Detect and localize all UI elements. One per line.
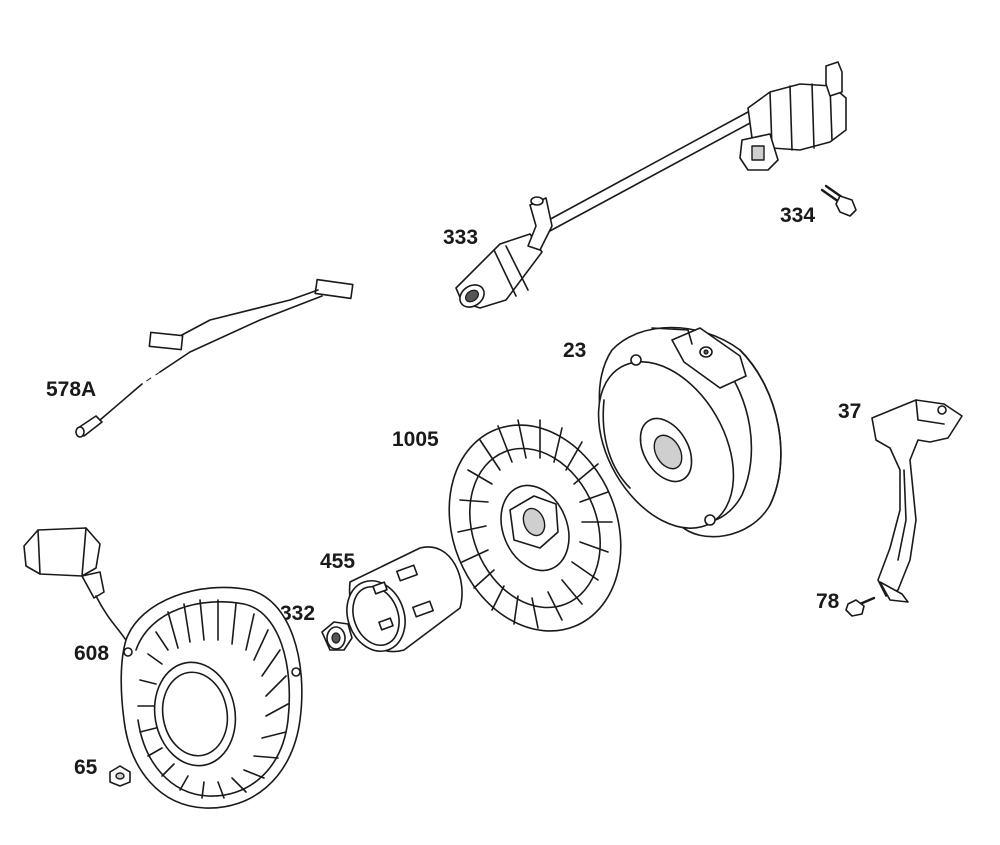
label-455: 455 bbox=[320, 550, 355, 573]
cup[interactable] bbox=[337, 546, 463, 659]
recoil-starter[interactable] bbox=[23, 527, 303, 809]
screw-65[interactable] bbox=[109, 765, 131, 787]
label-23: 23 bbox=[563, 339, 586, 362]
coil-screw[interactable] bbox=[820, 184, 857, 217]
label-65: 65 bbox=[74, 756, 98, 779]
ignition-coil[interactable] bbox=[455, 61, 847, 312]
label-334: 334 bbox=[780, 204, 815, 227]
label-333: 333 bbox=[443, 226, 478, 249]
nut[interactable] bbox=[321, 621, 353, 651]
label-608: 608 bbox=[74, 642, 109, 665]
fan[interactable] bbox=[419, 399, 650, 657]
bracket[interactable] bbox=[871, 399, 963, 603]
label-78: 78 bbox=[816, 590, 840, 613]
label-37: 37 bbox=[838, 400, 861, 423]
label-1005: 1005 bbox=[392, 428, 439, 451]
label-578A: 578A bbox=[46, 378, 96, 401]
label-332: 332 bbox=[280, 602, 315, 625]
flywheel[interactable] bbox=[571, 326, 782, 552]
screw-78[interactable] bbox=[845, 596, 876, 617]
stop-wire[interactable] bbox=[75, 278, 354, 438]
